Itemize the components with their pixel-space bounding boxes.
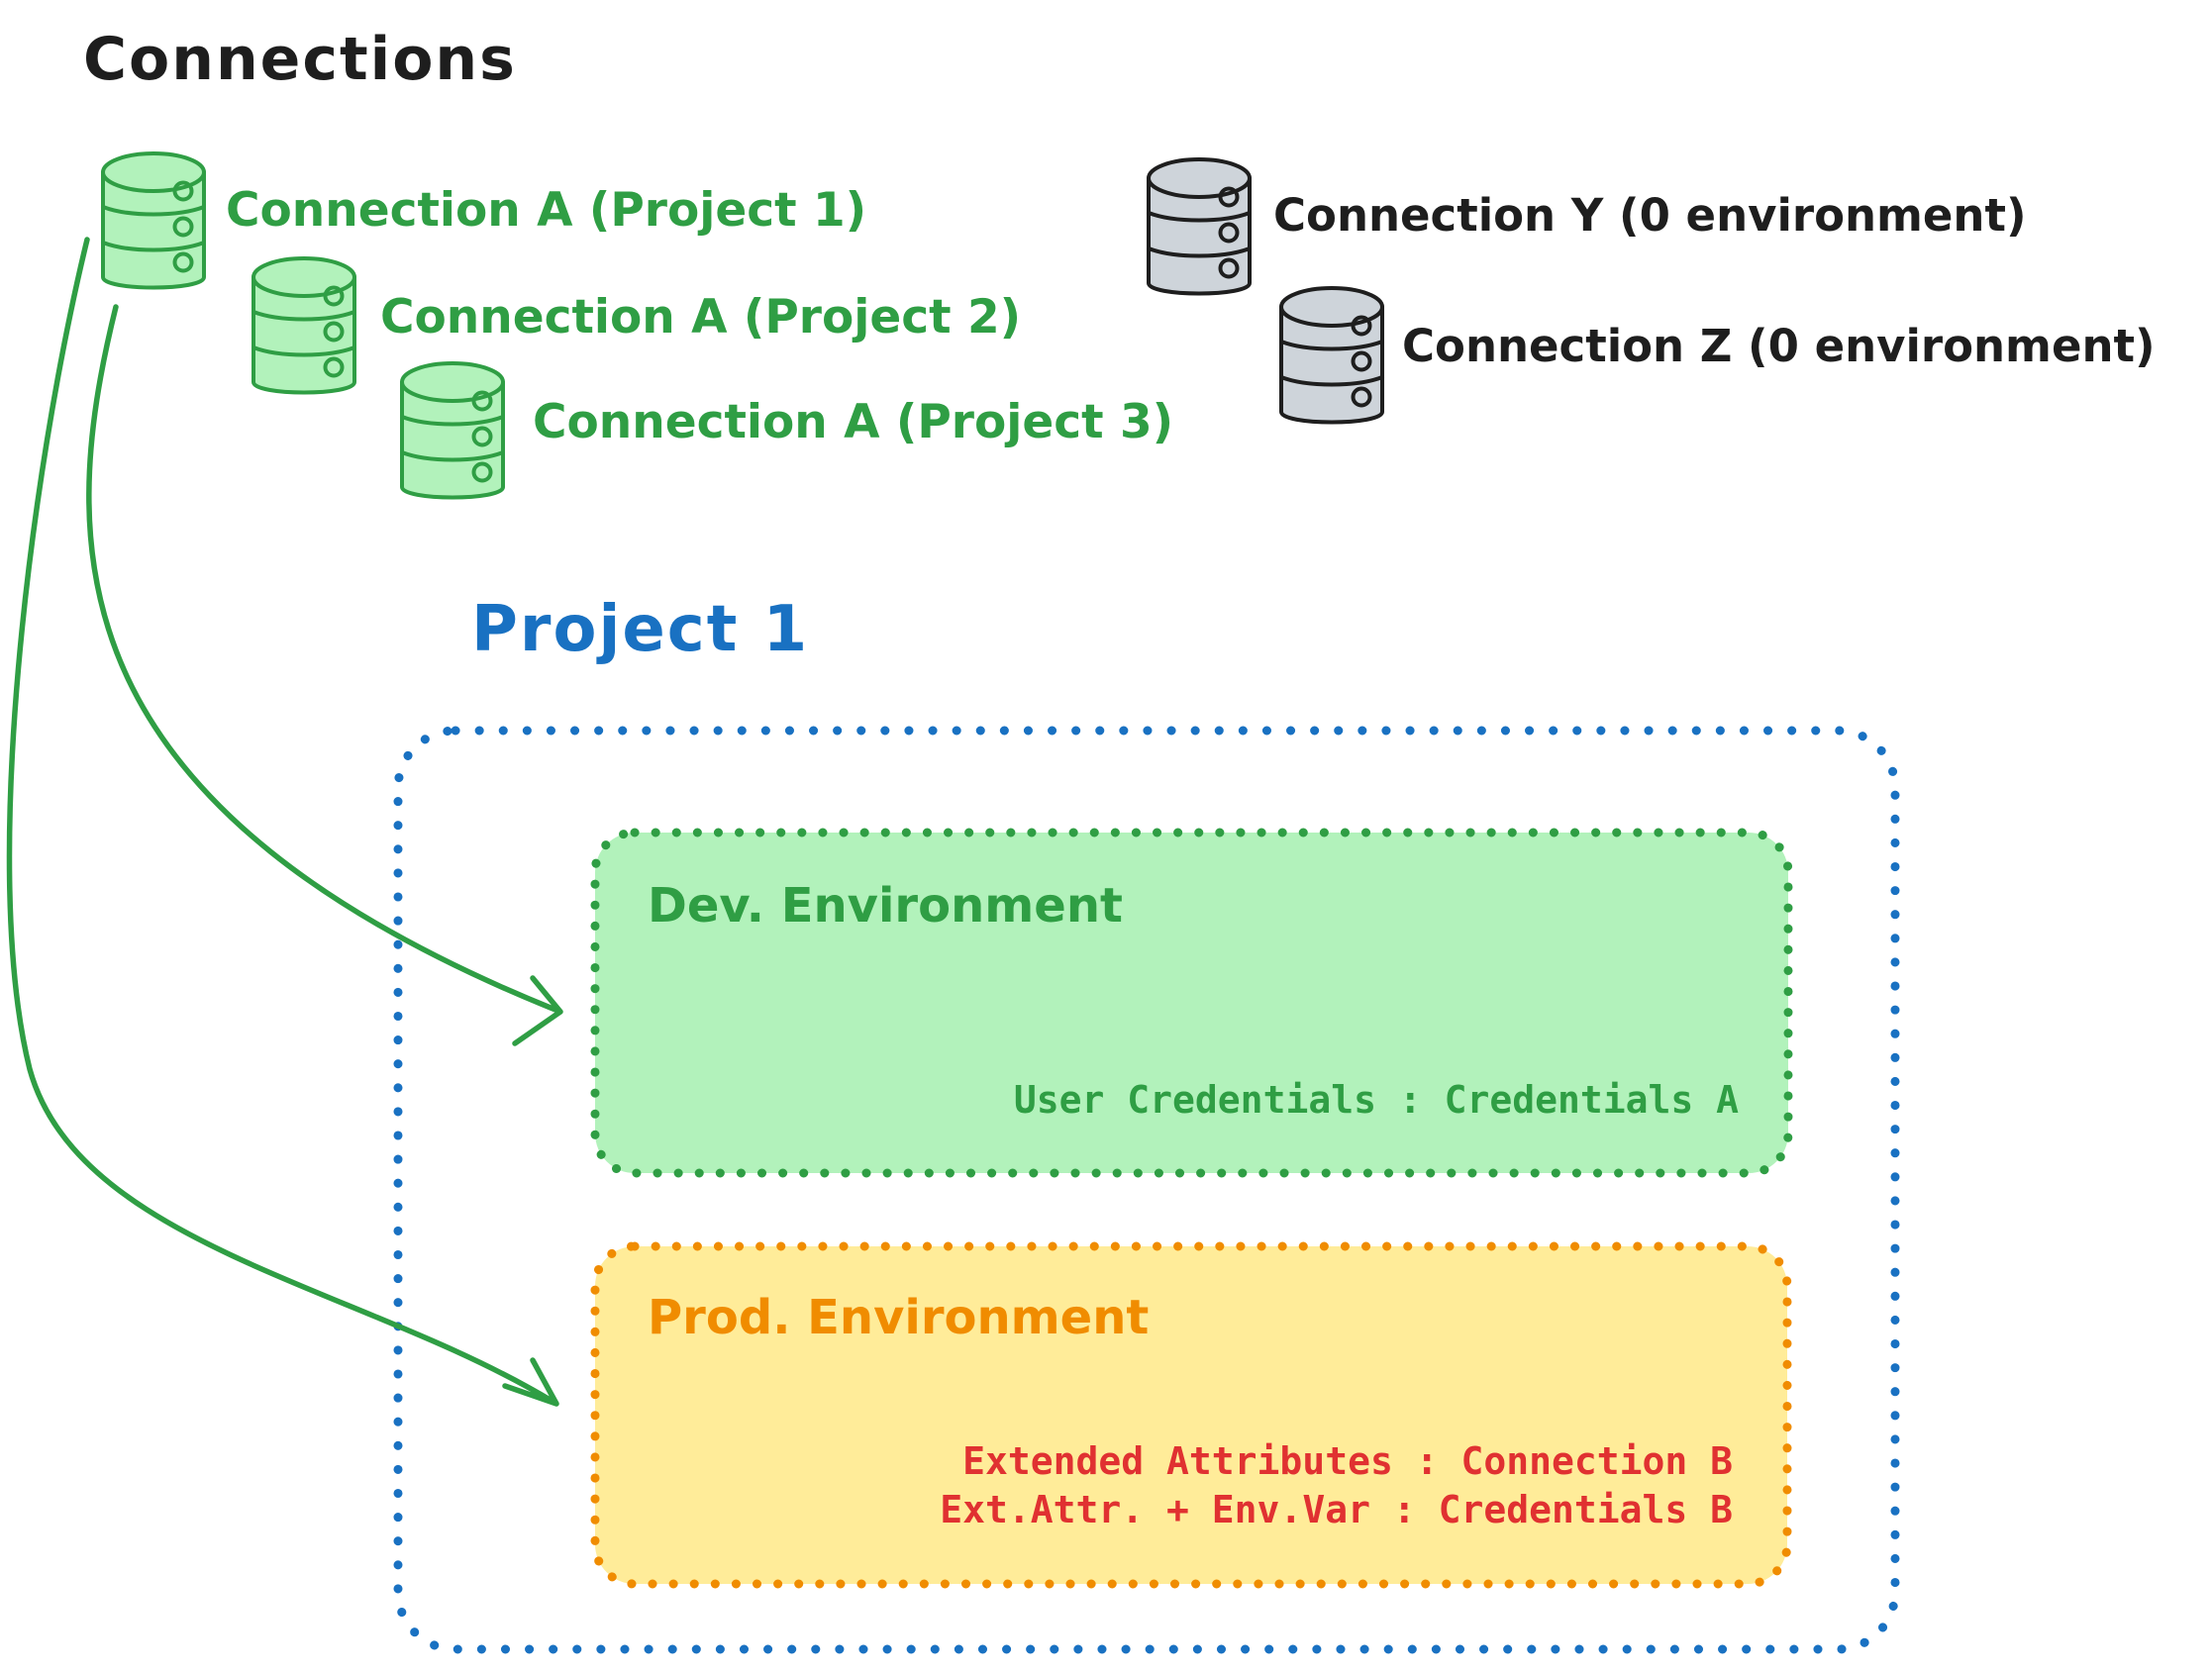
diagram-title: Connections [83, 25, 517, 94]
prod-environment-title: Prod. Environment [648, 1290, 1150, 1345]
project-1-container-box [393, 726, 1900, 1654]
connection-a-project-2-label: Connection A (Project 2) [380, 290, 1022, 345]
connection-a-project-3-label: Connection A (Project 3) [533, 395, 1174, 449]
arrow-connection-a-to-prod [6, 237, 559, 1407]
prod-environment-binding: Extended Attributes : Connection B [962, 1439, 1733, 1483]
database-icon [1147, 157, 1252, 296]
database-icon [1279, 286, 1384, 425]
dev-environment-title: Dev. Environment [648, 878, 1123, 934]
prod-environment-box [590, 1241, 1792, 1589]
project-1-title: Project 1 [471, 593, 810, 666]
database-icon [400, 361, 505, 500]
database-icon [251, 256, 356, 395]
dev-environment-box [590, 828, 1793, 1178]
connection-y-label: Connection Y (0 environment) [1273, 189, 2027, 242]
dev-environment-binding: User Credentials : Credentials A [1013, 1078, 1739, 1122]
connection-z-label: Connection Z (0 environment) [1402, 320, 2156, 372]
connection-a-project-1-label: Connection A (Project 1) [226, 183, 867, 238]
prod-environment-bindings: Extended Attributes : Connection B Ext.A… [940, 1437, 1733, 1534]
database-icon [101, 151, 206, 290]
prod-environment-binding: Ext.Attr. + Env.Var : Credentials B [940, 1488, 1733, 1531]
arrow-connection-a-to-dev [86, 304, 563, 1046]
